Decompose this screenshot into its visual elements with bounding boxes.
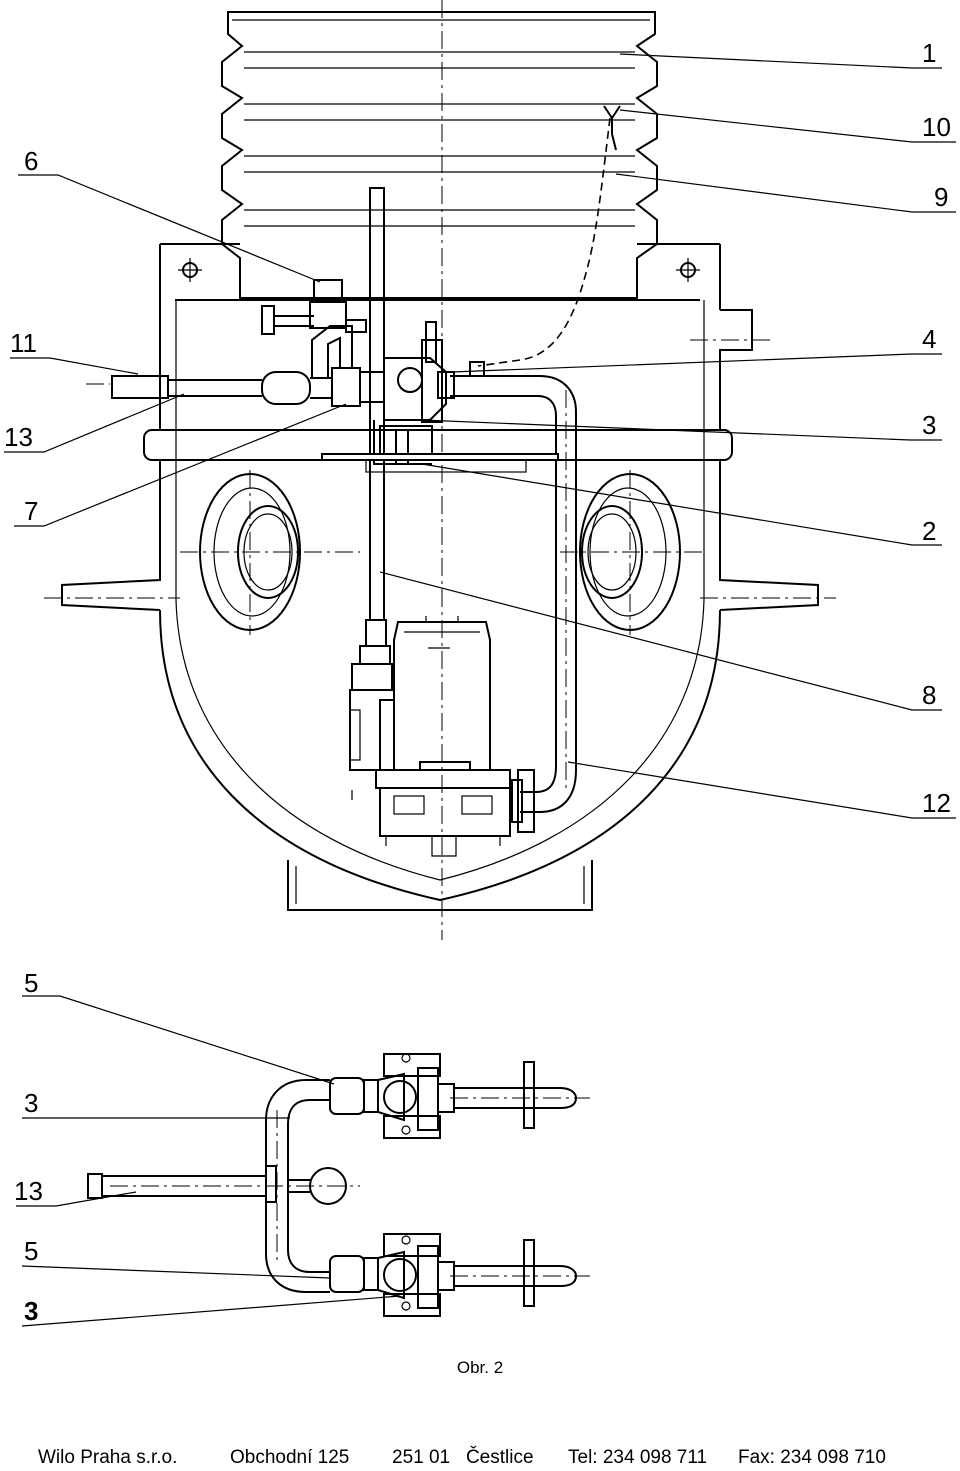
figure-caption: Obr. 2 [456,1358,504,1377]
callout-label: 4 [922,324,936,354]
footer-street: Obchodní 125 [230,1447,350,1468]
callout-label: 5 [24,1236,38,1266]
centre-lines [44,0,836,940]
lower-valve-line [329,1233,590,1317]
tank-body [61,243,819,911]
technical-drawing: 1 10 9 6 4 11 13 3 7 2 8 12 [4,0,956,1327]
support-bar [321,453,559,473]
footer-city: 251 01 Čestlice [392,1447,534,1468]
callout-label: 13 [4,422,33,452]
callout-label: 6 [24,146,38,176]
callout-label: 10 [922,112,951,142]
callout-label: 8 [922,680,936,710]
callout-labels-bottom: 5 3 13 5 3 [14,968,43,1326]
callout-label: 9 [934,182,948,212]
callout-label: 3 [922,410,936,440]
leader-lines-top [4,53,956,819]
valve-assembly [111,279,455,465]
manifold-plan-view [87,1053,590,1317]
footer-company: Wilo Praha s.r.o. [38,1447,178,1468]
submersible-pump [349,616,511,857]
upper-valve-line [329,1053,590,1139]
callout-label: 5 [24,968,38,998]
callout-label: 7 [24,496,38,526]
leader-lines-bottom [16,995,401,1327]
callout-label: 3 [24,1296,38,1326]
callout-label: 11 [10,328,37,358]
footer-contact: Wilo Praha s.r.o. Obchodní 125 251 01 Če… [0,1447,960,1471]
guide-pipe [351,187,393,691]
callout-labels-top: 1 10 9 6 4 11 13 3 7 2 8 12 [4,38,951,818]
callout-label: 12 [922,788,951,818]
tank-assembly [44,0,836,940]
callout-label: 2 [922,516,936,546]
pressure-pipe [450,375,577,833]
callout-label: 13 [14,1176,43,1206]
callout-label: 3 [24,1088,38,1118]
float-switch-cable [469,105,621,377]
footer-phone: Tel: 234 098 711 [568,1447,708,1468]
callout-label: 1 [922,38,936,68]
footer-fax: Fax: 234 098 710 [738,1447,886,1468]
corrugated-riser [221,11,658,299]
